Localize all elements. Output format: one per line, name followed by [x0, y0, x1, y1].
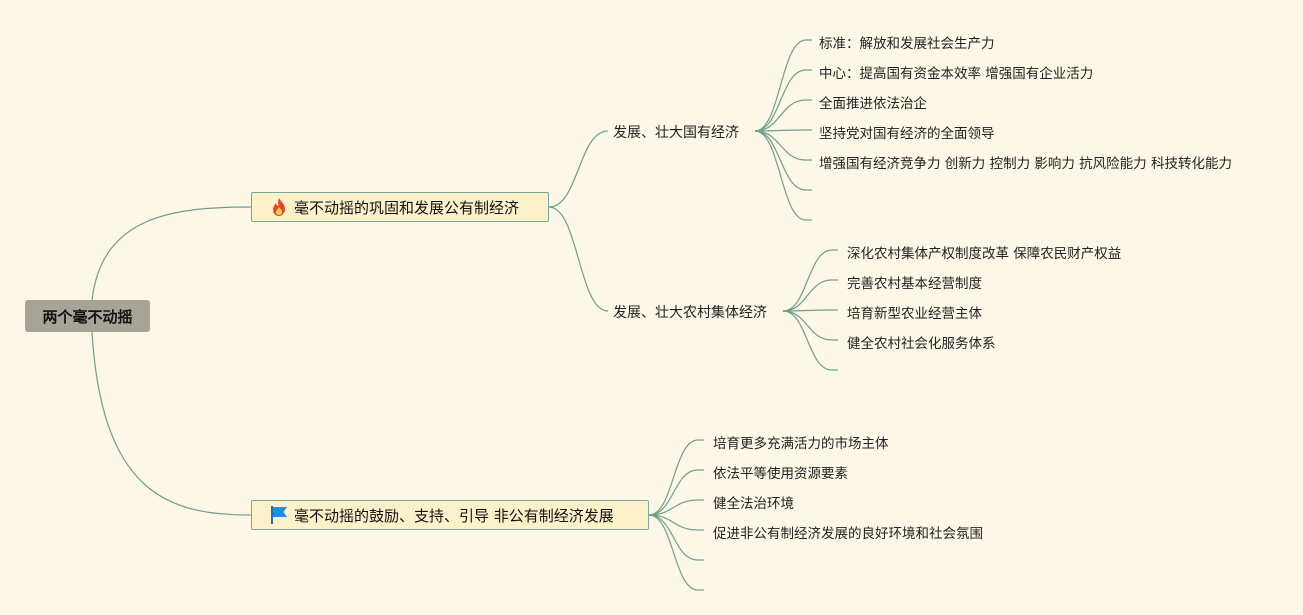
branch-non-public-economy[interactable]: 毫不动摇的鼓励、支持、引导 非公有制经济发展 — [251, 500, 649, 530]
leaf-item[interactable]: 完善农村基本经营制度 — [847, 276, 982, 292]
leaf-item[interactable]: 标准：解放和发展社会生产力 — [819, 36, 995, 52]
connector-leaf — [754, 130, 807, 191]
connector-branch-sub — [548, 130, 609, 208]
leaf-item[interactable]: 健全法治环境 — [713, 496, 794, 512]
connector-leaf — [754, 99, 807, 132]
sub-topic-rural-economy[interactable]: 发展、壮大农村集体经济 — [613, 305, 767, 321]
connector-leaf — [648, 469, 699, 516]
leaf-item[interactable]: 深化农村集体产权制度改革 保障农民财产权益 — [847, 246, 1122, 262]
connector-leaf — [754, 130, 807, 161]
connector-leaf — [782, 310, 833, 341]
connector-leaf — [782, 249, 833, 312]
flag-icon — [268, 504, 290, 526]
branch-public-ownership[interactable]: 毫不动摇的巩固和发展公有制经济 — [251, 192, 549, 222]
connector-leaf — [782, 310, 833, 371]
connector-leaf — [648, 514, 699, 561]
branch-label: 毫不动摇的巩固和发展公有制经济 — [294, 198, 520, 217]
connector-root-branch — [91, 206, 252, 301]
connector-leaf — [648, 499, 699, 516]
leaf-item[interactable]: 坚持党对国有经济的全面领导 — [819, 126, 995, 142]
connector-leaf — [648, 514, 699, 591]
leaf-item[interactable]: 中心：提高国有资金本效率 增强国有企业活力 — [819, 66, 1094, 82]
leaf-item[interactable]: 增强国有经济竞争力 创新力 控制力 影响力 抗风险能力 科技转化能力 — [819, 156, 1232, 172]
connector-leaf — [754, 130, 807, 221]
leaf-item[interactable]: 全面推进依法治企 — [819, 96, 927, 112]
connector-root-branch — [91, 331, 252, 516]
root-topic[interactable]: 两个毫不动摇 — [25, 300, 150, 332]
connector-leaf — [754, 69, 807, 132]
branch-label: 毫不动摇的鼓励、支持、引导 非公有制经济发展 — [294, 506, 614, 525]
fire-icon — [268, 196, 290, 218]
connector-leaf — [754, 39, 807, 132]
connector-branch-sub — [548, 206, 609, 312]
connector-leaf — [648, 439, 699, 516]
leaf-item[interactable]: 促进非公有制经济发展的良好环境和社会氛围 — [713, 526, 983, 542]
sub-topic-state-economy[interactable]: 发展、壮大国有经济 — [613, 125, 739, 141]
leaf-item[interactable]: 健全农村社会化服务体系 — [847, 336, 996, 352]
leaf-item[interactable]: 培育新型农业经营主体 — [847, 306, 982, 322]
leaf-item[interactable]: 培育更多充满活力的市场主体 — [713, 436, 889, 452]
connector-leaf — [782, 279, 833, 312]
leaf-item[interactable]: 依法平等使用资源要素 — [713, 466, 848, 482]
